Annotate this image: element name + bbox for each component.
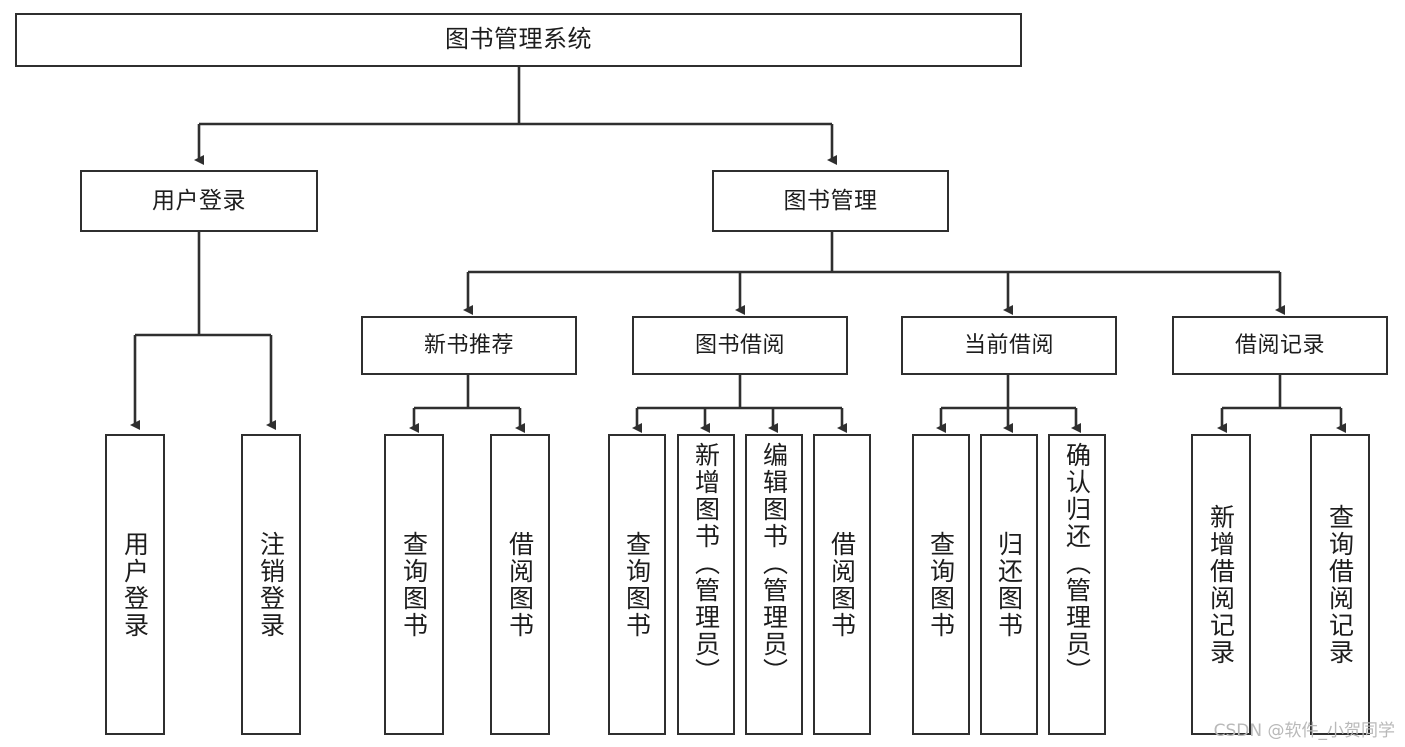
leaf-current-borrow-confirm-return[interactable]: 确认归还（管理员） bbox=[1048, 434, 1106, 735]
leaf-book-borrow-lend[interactable]: 借阅图书 bbox=[813, 434, 871, 735]
csdn-watermark: CSDN @软件_小贺同学 bbox=[1213, 721, 1395, 741]
leaf-new-book-borrow[interactable]: 借阅图书 bbox=[490, 434, 550, 735]
leaf-current-borrow-query-label: 查询图书 bbox=[926, 530, 956, 639]
leaf-current-borrow-return[interactable]: 归还图书 bbox=[980, 434, 1038, 735]
leaf-book-borrow-query-label: 查询图书 bbox=[622, 530, 652, 639]
leaf-user-login-signout-label: 注销登录 bbox=[256, 530, 286, 639]
node-root-system[interactable]: 图书管理系统 bbox=[15, 13, 1022, 67]
node-book-manage-label: 图书管理 bbox=[783, 187, 878, 214]
leaf-book-borrow-lend-label: 借阅图书 bbox=[827, 530, 857, 639]
node-user-login[interactable]: 用户登录 bbox=[80, 170, 318, 232]
leaf-book-borrow-query[interactable]: 查询图书 bbox=[608, 434, 666, 735]
leaf-current-borrow-return-label: 归还图书 bbox=[994, 530, 1024, 639]
leaf-borrow-record-query-label: 查询借阅记录 bbox=[1325, 503, 1355, 666]
node-new-book-recommend[interactable]: 新书推荐 bbox=[361, 316, 577, 375]
leaf-borrow-record-add[interactable]: 新增借阅记录 bbox=[1191, 434, 1251, 735]
leaf-book-borrow-add-label: 新增图书（管理员） bbox=[691, 442, 721, 685]
node-book-borrow-label: 图书借阅 bbox=[694, 332, 785, 358]
leaf-new-book-borrow-label: 借阅图书 bbox=[505, 530, 535, 639]
leaf-user-login-signin-label: 用户登录 bbox=[120, 530, 150, 639]
node-new-book-recommend-label: 新书推荐 bbox=[423, 332, 514, 358]
node-user-login-label: 用户登录 bbox=[152, 187, 246, 214]
node-root-system-label: 图书管理系统 bbox=[445, 25, 592, 54]
node-book-borrow[interactable]: 图书借阅 bbox=[632, 316, 848, 375]
leaf-borrow-record-add-label: 新增借阅记录 bbox=[1206, 503, 1236, 666]
leaf-new-book-query-label: 查询图书 bbox=[399, 530, 429, 639]
node-borrow-record-label: 借阅记录 bbox=[1234, 332, 1325, 358]
leaf-user-login-signout[interactable]: 注销登录 bbox=[241, 434, 301, 735]
leaf-current-borrow-query[interactable]: 查询图书 bbox=[912, 434, 970, 735]
node-current-borrow-label: 当前借阅 bbox=[963, 332, 1054, 358]
leaf-user-login-signin[interactable]: 用户登录 bbox=[105, 434, 165, 735]
node-borrow-record[interactable]: 借阅记录 bbox=[1172, 316, 1388, 375]
node-book-manage[interactable]: 图书管理 bbox=[712, 170, 949, 232]
leaf-book-borrow-edit-label: 编辑图书（管理员） bbox=[759, 442, 789, 685]
leaf-new-book-query[interactable]: 查询图书 bbox=[384, 434, 444, 735]
leaf-borrow-record-query[interactable]: 查询借阅记录 bbox=[1310, 434, 1370, 735]
node-current-borrow[interactable]: 当前借阅 bbox=[901, 316, 1117, 375]
leaf-book-borrow-edit[interactable]: 编辑图书（管理员） bbox=[745, 434, 803, 735]
leaf-book-borrow-add[interactable]: 新增图书（管理员） bbox=[677, 434, 735, 735]
leaf-current-borrow-confirm-return-label: 确认归还（管理员） bbox=[1062, 442, 1092, 685]
